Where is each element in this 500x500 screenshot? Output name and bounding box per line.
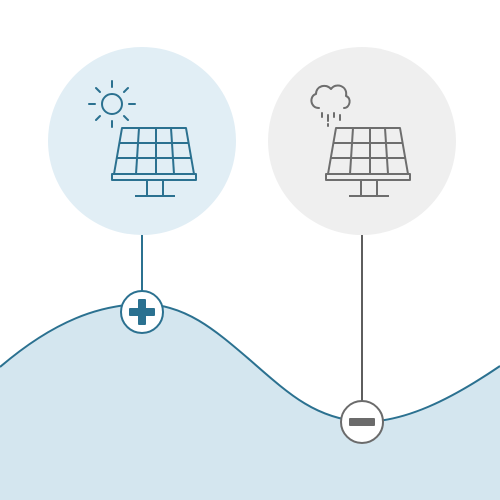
solar-panel-icon: [325, 127, 411, 197]
output-wave-line: [0, 302, 500, 424]
minus-icon: [349, 418, 375, 426]
rain-cloud-icon: [310, 84, 351, 127]
rainy-background-circle: [268, 47, 456, 235]
plus-icon: [129, 299, 155, 325]
sun-icon: [88, 80, 136, 128]
solar-panel-icon: [111, 127, 197, 197]
plus-marker: [120, 290, 164, 334]
minus-marker: [340, 400, 384, 444]
rainy-condition-panel: [268, 47, 456, 235]
output-wave-area: [0, 304, 500, 500]
sunny-background-circle: [48, 47, 236, 235]
sunny-condition-panel: [48, 47, 236, 235]
